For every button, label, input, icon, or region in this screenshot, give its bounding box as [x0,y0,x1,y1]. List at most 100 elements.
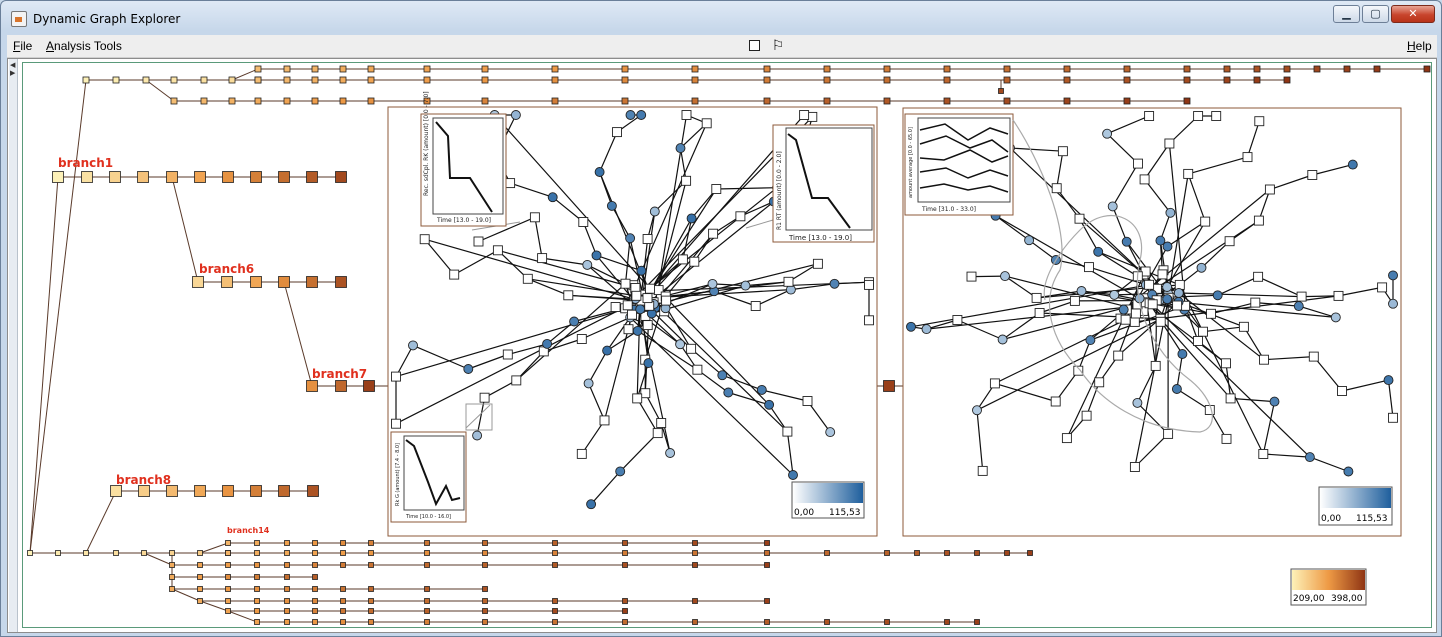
branch1-node[interactable] [222,171,234,183]
tree-node-bottom[interactable] [552,540,558,546]
graph-node[interactable] [640,388,651,399]
tree-node-top[interactable] [228,97,236,105]
graph-node[interactable] [656,418,667,428]
tree-node-bottom[interactable] [974,550,980,556]
tree-node-top[interactable] [1003,65,1011,73]
tree-node-top[interactable] [1183,97,1191,105]
branch1-node[interactable] [194,171,206,183]
graph-node[interactable] [1081,410,1092,421]
graph-node[interactable] [511,375,522,386]
graph-node[interactable] [537,253,548,264]
tree-node-bottom[interactable] [764,562,770,568]
graph-node[interactable] [1242,152,1253,163]
graph-node[interactable] [472,430,483,441]
graph-node[interactable] [642,320,653,331]
branch1-node[interactable] [109,171,121,183]
tree-node-bottom[interactable] [692,550,698,556]
tree-node-bottom[interactable] [622,608,628,614]
tree-node-top[interactable] [883,97,891,105]
graph-node[interactable] [1183,168,1194,179]
branch8-node[interactable] [250,485,262,497]
graph-node[interactable] [1109,289,1120,300]
branch6-node[interactable] [335,276,347,288]
graph-node[interactable] [1121,236,1132,247]
graph-node[interactable] [1388,270,1398,281]
tree-node-bottom[interactable] [340,598,346,604]
tree-node-bottom[interactable] [622,540,628,546]
tree-node-bottom[interactable] [312,574,318,580]
tree-node-bottom[interactable] [169,550,175,556]
graph-node[interactable] [825,427,836,438]
tree-node-top[interactable] [1183,76,1191,84]
tree-node-bottom[interactable] [340,619,346,625]
tree-node-top[interactable] [481,97,489,105]
tree-node-top[interactable] [283,97,291,105]
tree-node-bottom[interactable] [254,540,260,546]
graph-node[interactable] [681,175,692,186]
tree-node-bottom[interactable] [1027,550,1033,556]
graph-node[interactable] [686,343,697,354]
graph-node[interactable] [1162,282,1173,292]
tree-node-bottom[interactable] [424,550,430,556]
branch7-node[interactable] [883,380,895,392]
tree-node-top[interactable] [1223,65,1231,73]
graph-node[interactable] [1307,170,1318,180]
graph-node[interactable] [1193,336,1203,346]
tree-node-top[interactable] [311,76,319,84]
graph-node[interactable] [1050,396,1061,407]
graph-node[interactable] [1155,235,1166,246]
graph-node[interactable] [652,428,663,439]
graph-node[interactable] [812,258,823,269]
graph-node[interactable] [1061,433,1072,444]
graph-node[interactable] [1129,316,1140,327]
graph-node[interactable] [1164,138,1175,149]
tree-node-top[interactable] [367,97,375,105]
graph-node[interactable] [997,334,1008,345]
graph-node[interactable] [1388,298,1398,309]
graph-node[interactable] [599,415,610,426]
graph-node[interactable] [1024,235,1035,246]
tree-node-bottom[interactable] [284,586,290,592]
tree-node-bottom[interactable] [284,608,290,614]
graph-node[interactable] [1224,236,1235,247]
tree-node-top[interactable] [943,65,951,73]
tree-node-bottom[interactable] [254,562,260,568]
tree-node-bottom[interactable] [284,619,290,625]
tree-node-top[interactable] [621,76,629,84]
tree-node-top[interactable] [367,76,375,84]
graph-node[interactable] [711,184,722,194]
graph-node[interactable] [952,315,963,325]
branch6-node[interactable] [192,276,204,288]
graph-node[interactable] [576,334,587,344]
tree-node-top[interactable] [691,97,699,105]
tree-node-bottom[interactable] [552,562,558,568]
tree-node-bottom[interactable] [340,540,346,546]
tree-node-top[interactable] [998,88,1004,94]
tree-node-bottom[interactable] [225,550,231,556]
graph-node[interactable] [1150,360,1161,371]
graph-node[interactable] [583,378,594,389]
graph-node[interactable] [636,265,647,276]
tree-node-top[interactable] [691,76,699,84]
graph-node[interactable] [661,295,672,306]
graph-node[interactable] [391,418,401,429]
tree-node-bottom[interactable] [169,562,175,568]
tree-node-top[interactable] [311,65,319,73]
graph-node[interactable] [529,212,540,223]
graph-node[interactable] [799,110,810,120]
graph-node[interactable] [645,283,655,294]
tree-node-top[interactable] [228,76,236,84]
graph-node[interactable] [807,111,818,122]
tree-node-bottom[interactable] [225,574,231,580]
graph-node[interactable] [1133,158,1143,169]
tree-node-bottom[interactable] [197,598,203,604]
graph-node[interactable] [1308,351,1319,362]
graph-node[interactable] [717,370,728,381]
graph-node[interactable] [1253,271,1264,282]
graph-node[interactable] [643,358,654,369]
tree-node-top[interactable] [621,65,629,73]
graph-node[interactable] [689,256,700,267]
tree-node-bottom[interactable] [254,574,260,580]
graph-node[interactable] [594,167,605,177]
graph-node[interactable] [542,338,553,349]
